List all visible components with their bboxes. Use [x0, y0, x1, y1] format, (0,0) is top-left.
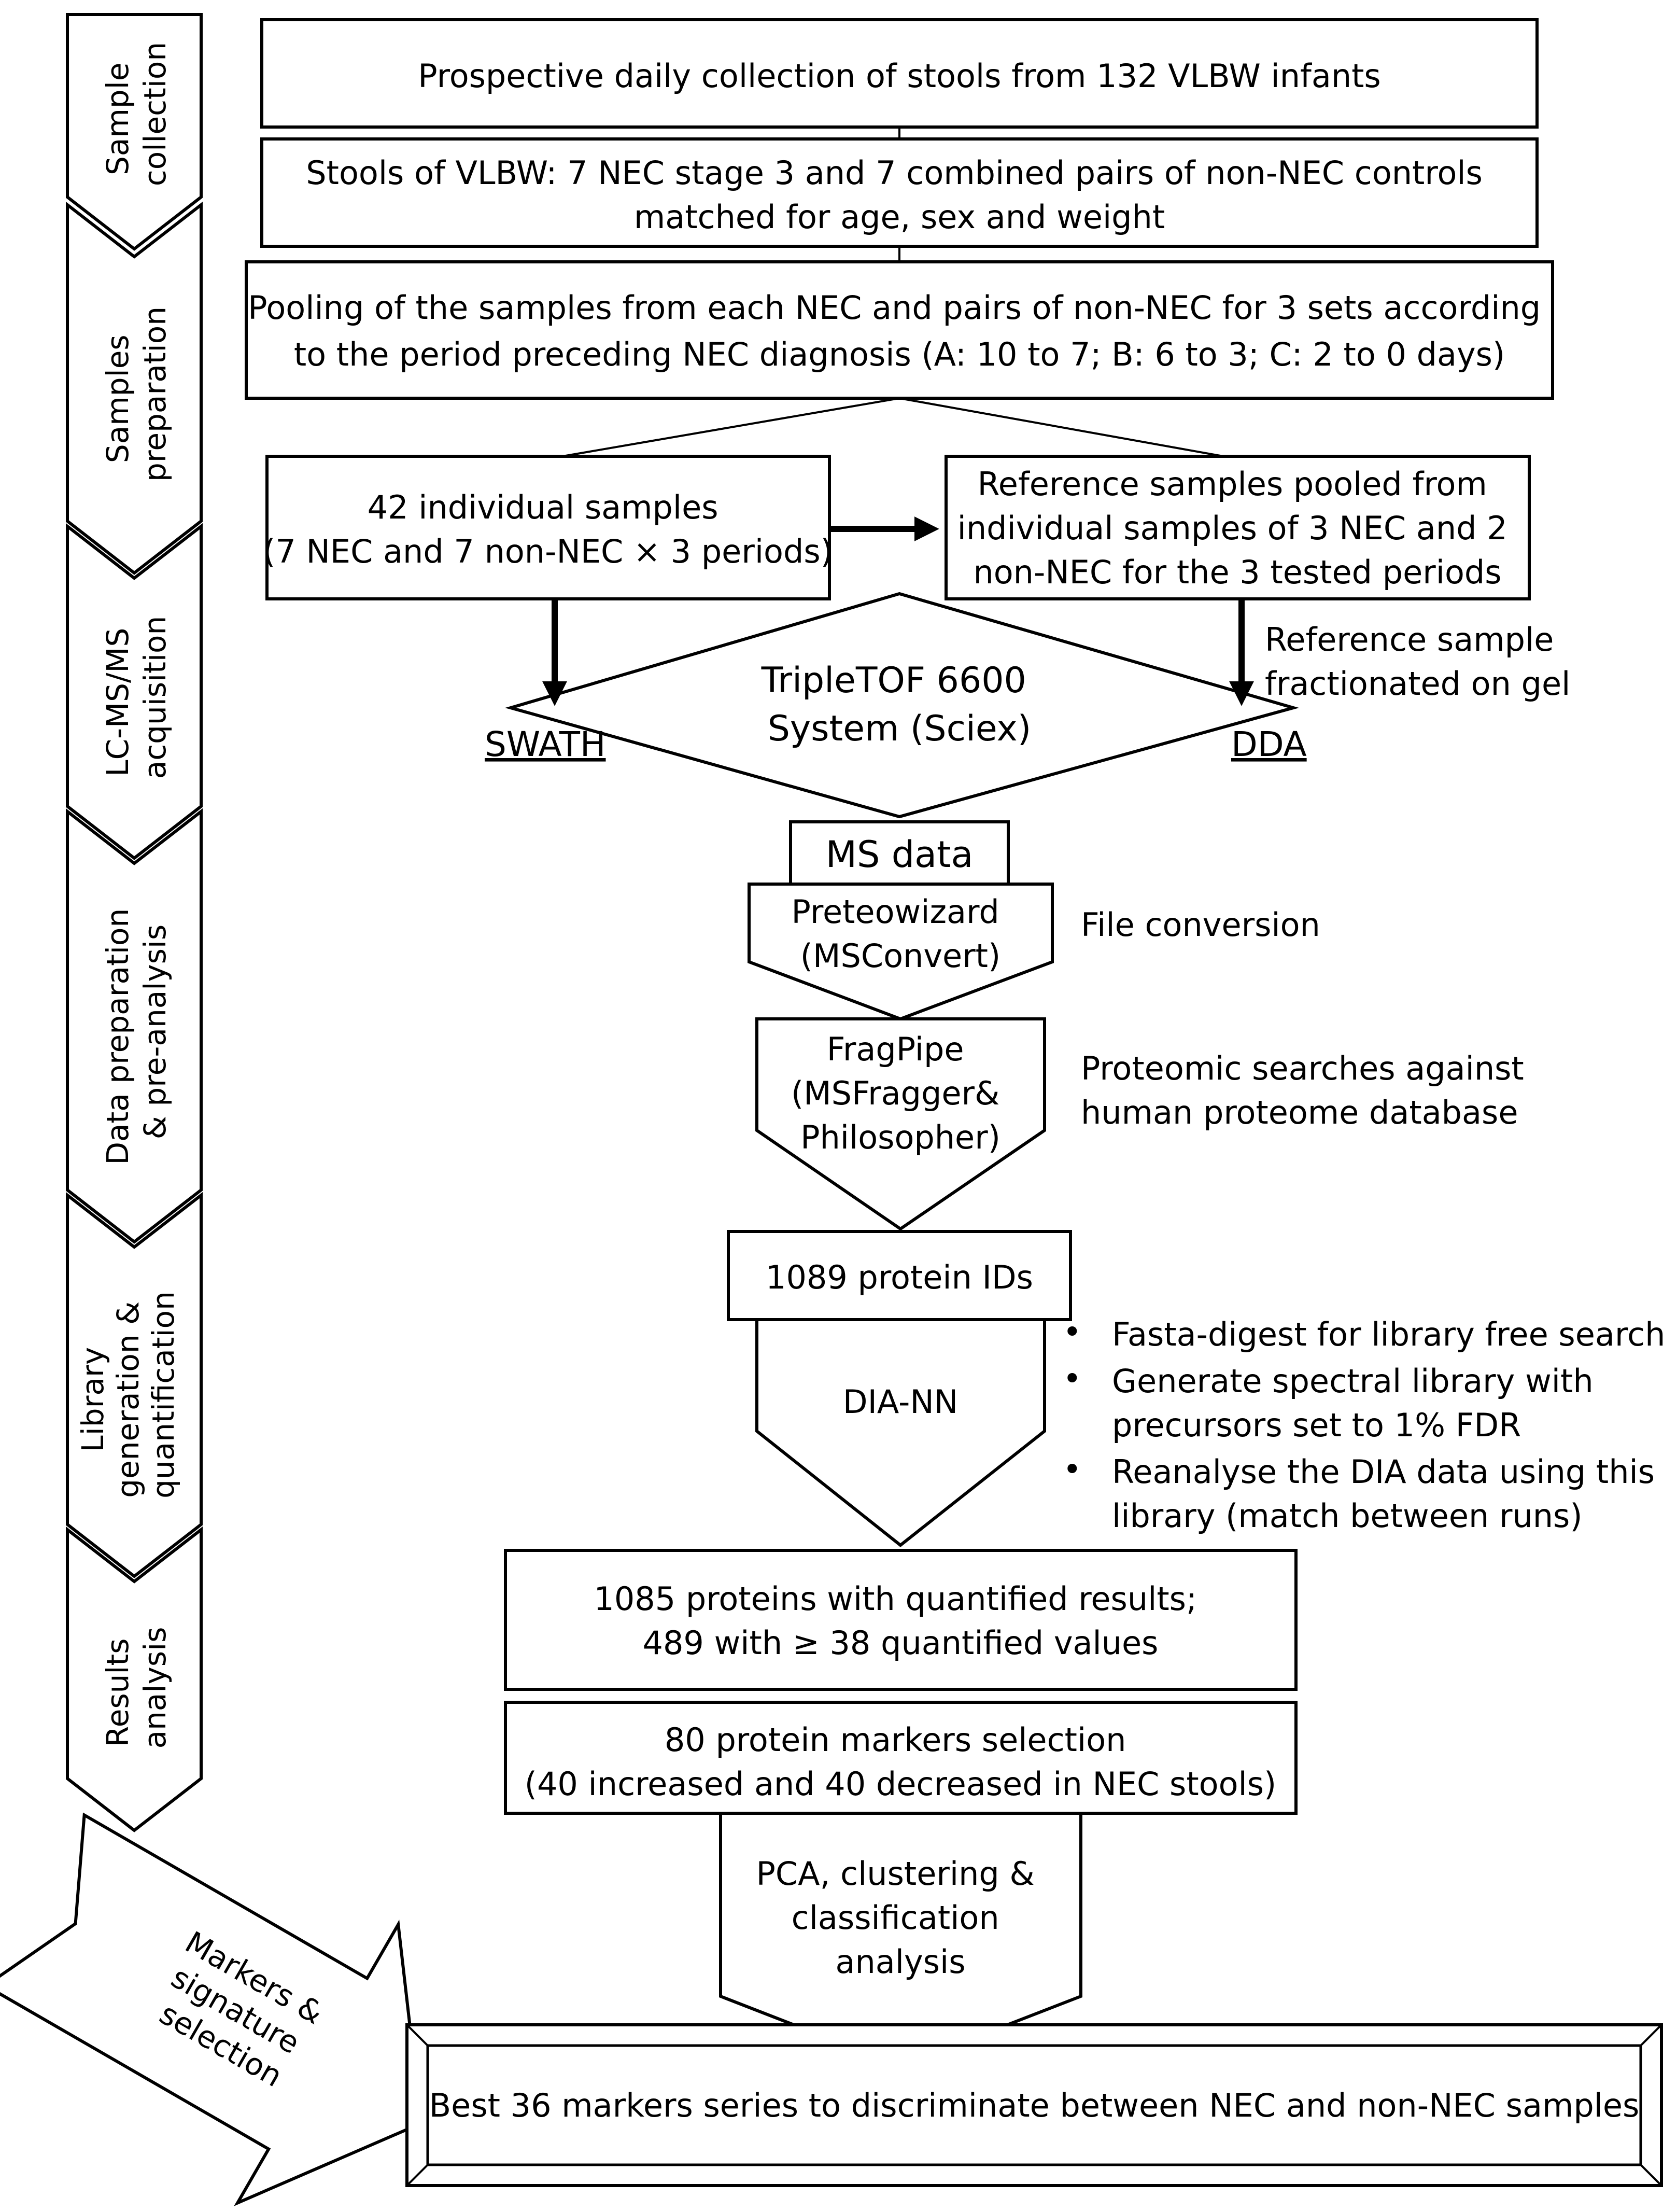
diann-text: DIA-NN — [843, 1383, 958, 1421]
stage-data-preparation: Data preparation & pre-analysis — [66, 808, 203, 1244]
diann-step: DIA-NN — [755, 1318, 1046, 1547]
collection-box-text: Prospective daily collection of stools f… — [418, 57, 1380, 95]
markers-box: 80 protein markers selection (40 increas… — [504, 1701, 1298, 1815]
best-markers-text: Best 36 markers series to discriminate b… — [429, 2087, 1640, 2124]
individual-samples-box: 42 individual samples (7 NEC and 7 non-N… — [263, 455, 833, 600]
stage-lcmsms-acquisition: LC-MS/MS acquisition — [66, 523, 203, 860]
ms-data-box: MS data — [789, 820, 1010, 886]
bullet-2: • — [1063, 1360, 1082, 1397]
reference-samples-box: Reference samples pooled from individual… — [945, 455, 1531, 600]
bullet-2-text: Generate spectral library with precursor… — [1112, 1362, 1603, 1444]
stage-lcmsms-acquisition-label: LC-MS/MS acquisition — [100, 616, 173, 779]
quantified-box: 1085 proteins with quantified results; 4… — [504, 1549, 1298, 1691]
fragpipe-step: FragPipe (MSFragger& Philosopher) — [755, 1017, 1046, 1231]
pooling-box: Pooling of the samples from each NEC and… — [245, 260, 1554, 400]
proteowizard-text: Preteowizard (MSConvert) — [792, 893, 1010, 975]
stage-samples-preparation-label: Samples preparation — [100, 306, 173, 482]
ms-data-text: MS data — [826, 833, 974, 876]
best-markers-box: Best 36 markers series to discriminate b… — [405, 2023, 1663, 2187]
markers-text: 80 protein markers selection (40 increas… — [525, 1721, 1276, 1803]
reference-samples-text: Reference samples pooled from individual… — [957, 465, 1518, 591]
stage-sample-collection: Sample collection — [66, 13, 203, 251]
proteowizard-step: Preteowizard (MSConvert) — [748, 883, 1054, 1021]
bullet-1-text: Fasta-digest for library free search — [1112, 1315, 1665, 1353]
collection-box: Prospective daily collection of stools f… — [260, 18, 1539, 129]
bullet-3-text: Reanalyse the DIA data using this librar… — [1112, 1453, 1665, 1535]
fragpipe-text: FragPipe (MSFragger& Philosopher) — [791, 1030, 1010, 1156]
bullet-3: • — [1063, 1450, 1082, 1488]
dda-label: DDA — [1231, 724, 1307, 764]
stools-box-text: Stools of VLBW: 7 NEC stage 3 and 7 comb… — [306, 154, 1492, 236]
pca-step: PCA, clustering & classification analysi… — [719, 1812, 1082, 2068]
bullet-1: • — [1063, 1313, 1082, 1351]
stage-library-generation: Library generation & quantification — [66, 1192, 203, 1578]
stage-samples-preparation: Samples preparation — [66, 201, 203, 575]
proteomic-note: Proteomic searches against human proteom… — [1081, 1049, 1534, 1131]
stage-sample-collection-label: Sample collection — [100, 42, 173, 186]
stage-data-preparation-label: Data preparation & pre-analysis — [100, 899, 173, 1165]
instrument-text: TripleTOF 6600 System (Sciex) — [761, 660, 1038, 749]
diann-steps-list: • Fasta-digest for library free search •… — [1063, 1313, 1665, 1535]
reference-note: Reference sample fractionated on gel — [1265, 621, 1570, 703]
stage-results-analysis-label: Results analysis — [100, 1627, 173, 1749]
swath-label: SWATH — [485, 724, 606, 764]
file-conversion-note: File conversion — [1081, 906, 1320, 944]
quantified-text: 1085 proteins with quantified results; 4… — [594, 1580, 1207, 1662]
pca-text: PCA, clustering & classification analysi… — [756, 1855, 1045, 1981]
stools-box: Stools of VLBW: 7 NEC stage 3 and 7 comb… — [260, 137, 1539, 248]
individual-samples-text: 42 individual samples (7 NEC and 7 non-N… — [263, 488, 833, 570]
stage-library-generation-label: Library generation & quantification — [75, 1291, 181, 1499]
protein-ids-box: 1089 protein IDs — [727, 1230, 1072, 1321]
stage-markers-selection: Markers & signature selection — [0, 1812, 423, 2206]
stage-results-analysis: Results analysis — [66, 1526, 203, 1832]
protein-ids-text: 1089 protein IDs — [766, 1258, 1033, 1296]
instrument-diamond: TripleTOF 6600 System (Sciex) — [505, 592, 1300, 819]
pooling-box-text: Pooling of the samples from each NEC and… — [248, 289, 1551, 373]
